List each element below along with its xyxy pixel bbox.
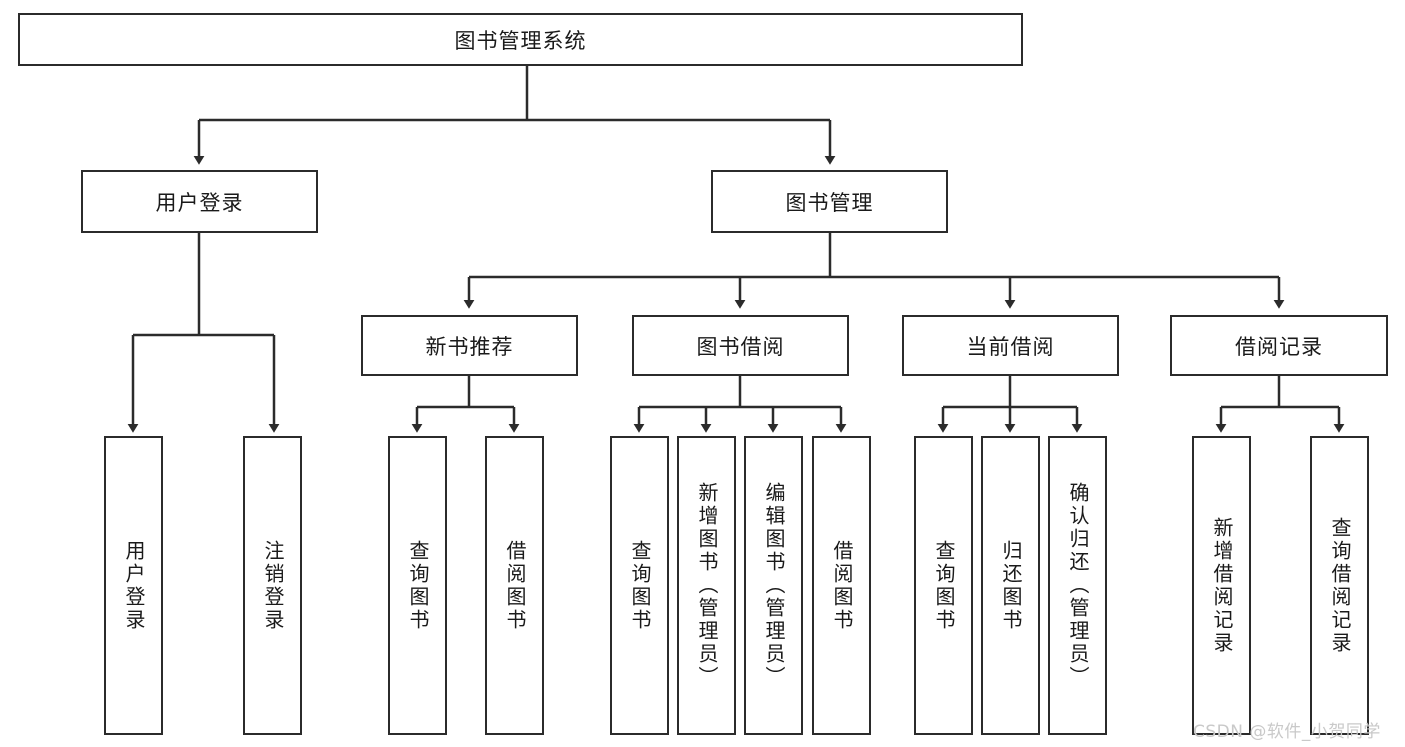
leaf-record-add-borrow-record[interactable]: 新增借阅记录 [1192, 436, 1251, 735]
node-label: 查询图书 [628, 539, 652, 632]
node-label: 确认归还（管理员） [1066, 482, 1090, 689]
node-label: 查询图书 [406, 539, 430, 632]
node-label: 注销登录 [261, 539, 285, 632]
leaf-record-query-borrow-record[interactable]: 查询借阅记录 [1310, 436, 1369, 735]
node-user-login[interactable]: 用户登录 [81, 170, 318, 233]
node-book-management[interactable]: 图书管理 [711, 170, 948, 233]
leaf-user-login-login[interactable]: 用户登录 [104, 436, 163, 735]
node-label: 编辑图书（管理员） [762, 482, 786, 689]
node-current-borrowing[interactable]: 当前借阅 [902, 315, 1119, 376]
node-label: 新增借阅记录 [1210, 516, 1234, 655]
node-label: 查询图书 [932, 539, 956, 632]
node-label: 用户登录 [155, 190, 244, 215]
node-label: 图书管理系统 [454, 28, 587, 53]
leaf-current-query-book[interactable]: 查询图书 [914, 436, 973, 735]
leaf-current-return-book[interactable]: 归还图书 [981, 436, 1040, 735]
node-book-borrowing[interactable]: 图书借阅 [632, 315, 849, 376]
node-new-book-recommendation[interactable]: 新书推荐 [361, 315, 578, 376]
node-label: 借阅图书 [503, 539, 527, 632]
leaf-borrow-query-book[interactable]: 查询图书 [610, 436, 669, 735]
leaf-current-confirm-return-admin[interactable]: 确认归还（管理员） [1048, 436, 1107, 735]
leaf-new-book-borrow[interactable]: 借阅图书 [485, 436, 544, 735]
node-label: 用户登录 [122, 539, 146, 632]
node-label: 图书管理 [785, 190, 874, 215]
node-label: 当前借阅 [966, 334, 1055, 359]
node-label: 借阅记录 [1235, 334, 1323, 359]
leaf-borrow-add-book-admin[interactable]: 新增图书（管理员） [677, 436, 736, 735]
node-label: 归还图书 [999, 539, 1023, 632]
leaf-new-book-query[interactable]: 查询图书 [388, 436, 447, 735]
watermark: CSDN @软件_小贺同学 [1193, 722, 1381, 742]
leaf-user-login-logout[interactable]: 注销登录 [243, 436, 302, 735]
leaf-borrow-borrow-book[interactable]: 借阅图书 [812, 436, 871, 735]
node-label: 新增图书（管理员） [695, 482, 719, 689]
leaf-borrow-edit-book-admin[interactable]: 编辑图书（管理员） [744, 436, 803, 735]
node-label: 新书推荐 [425, 334, 514, 359]
node-label: 图书借阅 [696, 334, 785, 359]
node-label: 查询借阅记录 [1328, 516, 1352, 655]
node-root-book-management-system[interactable]: 图书管理系统 [18, 13, 1023, 66]
node-borrow-records[interactable]: 借阅记录 [1170, 315, 1388, 376]
node-label: 借阅图书 [830, 539, 854, 632]
